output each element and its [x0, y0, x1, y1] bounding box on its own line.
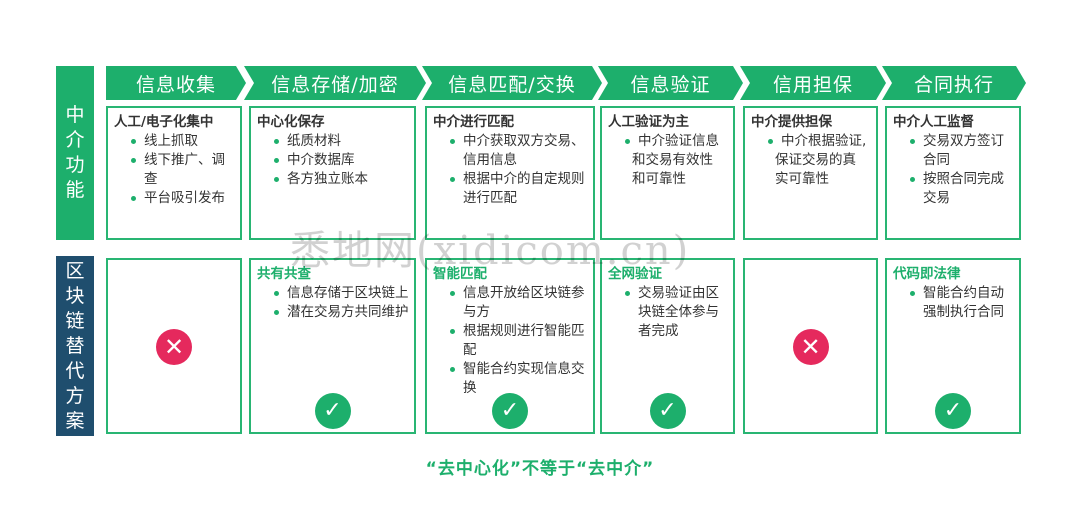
- bullet-item: 交易验证由区块链全体参与者完成: [625, 284, 728, 341]
- bullet-item: 信息存储于区块链上: [274, 285, 409, 301]
- cross-circle-icon: ✕: [792, 329, 829, 365]
- intermediary-cell-5: 中介提供担保中介根据验证,保证交易的真实可靠性: [743, 106, 878, 240]
- bullet-list: 中介根据验证,: [751, 132, 871, 151]
- continuation-text: 和交易有效性: [632, 152, 713, 168]
- cell-title: 共有共查: [257, 266, 311, 282]
- intermediary-cell-2: 中心化保存纸质材料中介数据库各方独立账本: [249, 106, 416, 240]
- stage-header-1: 信息收集: [106, 66, 246, 100]
- side-label-intermediary: 中 介 功 能: [56, 66, 94, 240]
- bullet-list: 纸质材料中介数据库各方独立账本: [257, 132, 409, 189]
- cross-circle-icon: ✕: [156, 329, 192, 365]
- continuation-text: 保证交易的真: [775, 152, 856, 168]
- cell-title: 人工/电子化集中: [114, 114, 214, 130]
- bullet-item: 中介根据验证,: [768, 132, 871, 151]
- cell-title: 中介提供担保: [751, 114, 832, 130]
- stage-header-4: 信息验证: [598, 66, 743, 100]
- side-label-blockchain: 区 块 链 替 代 方 案: [56, 256, 94, 436]
- bullet-item: 中介数据库: [274, 151, 409, 170]
- bullet-item: 纸质材料: [274, 132, 409, 151]
- bullet-list: 交易双方签订合同按照合同完成交易: [893, 132, 1014, 208]
- bullet-item: 各方独立账本: [274, 170, 409, 189]
- intermediary-cell-6: 中介人工监督交易双方签订合同按照合同完成交易: [885, 106, 1021, 240]
- bullet-item: 交易双方签订合同: [910, 132, 1014, 170]
- cell-title: 智能匹配: [433, 266, 487, 282]
- cell-title: 中心化保存: [257, 114, 325, 130]
- bullet-list: 智能合约自动强制执行合同: [893, 284, 1014, 322]
- bullet-item: 平台吸引发布: [131, 189, 235, 208]
- stage-header-2: 信息存储/加密: [244, 66, 426, 100]
- bullet-list: 中介获取双方交易、信用信息根据中介的自定规则进行匹配: [433, 132, 588, 208]
- continuation-text: 和可靠性: [632, 171, 686, 187]
- continuation-text: 实可靠性: [775, 171, 829, 187]
- bullet-item: 线下推广、调查: [131, 151, 235, 189]
- intermediary-cell-1: 人工/电子化集中线上抓取线下推广、调查平台吸引发布: [106, 106, 242, 240]
- bullet-list: 中介验证信息: [608, 132, 728, 151]
- bullet-item: 线上抓取: [131, 132, 235, 151]
- bullet-list: 信息开放给区块链参与方根据规则进行智能匹配智能合约实现信息交换: [433, 284, 588, 398]
- bullet-item: 中介验证信息: [625, 132, 728, 151]
- stage-header-6: 合同执行: [882, 66, 1026, 100]
- bullet-item: 根据规则进行智能匹配: [450, 322, 588, 360]
- bullet-item: 潜在交易方共同维护: [274, 304, 409, 320]
- bullet-list: 线上抓取线下推广、调查平台吸引发布: [114, 132, 235, 208]
- cell-title: 代码即法律: [893, 266, 961, 282]
- bullet-item: 中介获取双方交易、信用信息: [450, 132, 588, 170]
- bullet-item: 智能合约自动强制执行合同: [910, 284, 1014, 322]
- check-circle-icon: ✓: [649, 393, 686, 429]
- check-circle-icon: ✓: [492, 393, 528, 429]
- stage-header-3: 信息匹配/交换: [422, 66, 602, 100]
- bullet-list: 信息存储于区块链上潜在交易方共同维护: [257, 284, 409, 322]
- footer-caption: “去中心化”不等于“去中介”: [425, 459, 655, 479]
- bullet-list: 交易验证由区块链全体参与者完成: [608, 284, 728, 341]
- bullet-item: 信息开放给区块链参与方: [450, 284, 588, 322]
- check-circle-icon: ✓: [935, 393, 971, 429]
- cell-title: 人工验证为主: [608, 114, 689, 130]
- bullet-item: 按照合同完成交易: [910, 170, 1014, 208]
- cell-title: 中介进行匹配: [433, 114, 514, 130]
- bullet-item: 智能合约实现信息交换: [450, 360, 588, 398]
- bullet-item: 根据中介的自定规则进行匹配: [450, 170, 588, 208]
- stage-header-5: 信用担保: [740, 66, 886, 100]
- intermediary-cell-3: 中介进行匹配中介获取双方交易、信用信息根据中介的自定规则进行匹配: [425, 106, 595, 240]
- cell-title: 中介人工监督: [893, 114, 974, 130]
- cell-title: 全网验证: [608, 266, 662, 282]
- intermediary-cell-4: 人工验证为主中介验证信息和交易有效性和可靠性: [600, 106, 735, 240]
- check-circle-icon: ✓: [314, 393, 351, 429]
